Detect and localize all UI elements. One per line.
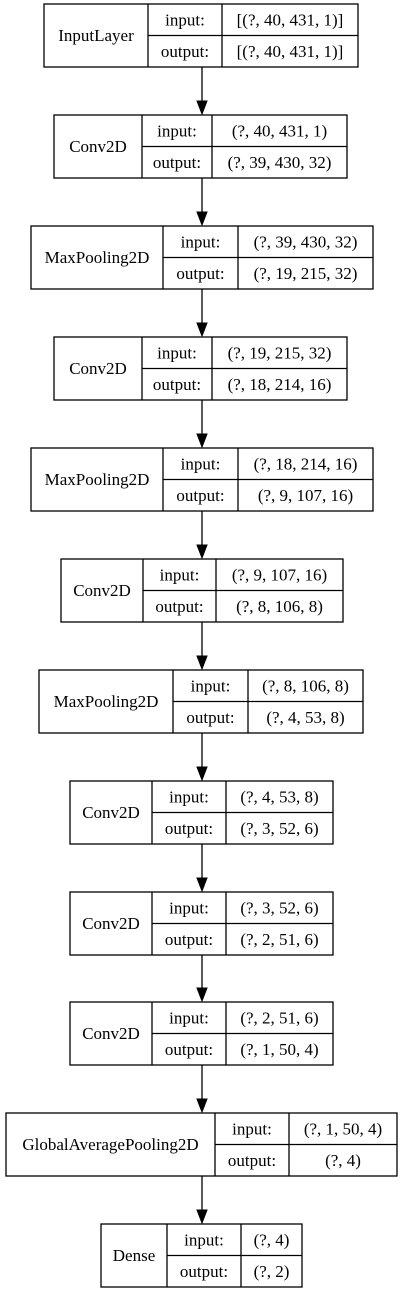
output-shape: (?, 4) (325, 1151, 361, 1170)
layer-name: MaxPooling2D (54, 692, 159, 711)
edge-arrow (196, 178, 208, 227)
edge-arrow (196, 1065, 208, 1114)
layer-name: Conv2D (73, 581, 131, 600)
output-label: output: (165, 930, 213, 949)
input-label: input: (169, 1008, 209, 1027)
layer-node: MaxPooling2D input: output: (?, 39, 430, 32… (30, 225, 374, 290)
arrowhead-icon (196, 766, 208, 782)
edge-arrow (196, 67, 208, 116)
arrowhead-icon (196, 655, 208, 671)
output-shape: (?, 2, 51, 6) (240, 930, 318, 949)
edge-arrow (196, 844, 208, 893)
layer-name: Dense (113, 1246, 155, 1265)
output-shape: [(?, 40, 431, 1)] (237, 42, 344, 61)
input-label: input: (157, 343, 197, 362)
input-label: input: (191, 676, 231, 695)
arrowhead-icon (196, 1098, 208, 1114)
output-label: output: (153, 153, 201, 172)
layer-name: Conv2D (82, 1024, 140, 1043)
arrowhead-icon (196, 322, 208, 338)
input-label: input: (232, 1119, 272, 1138)
input-shape: (?, 8, 106, 8) (262, 676, 349, 695)
layer-name: MaxPooling2D (45, 470, 150, 489)
input-shape: (?, 3, 52, 6) (240, 898, 318, 917)
output-label: output: (153, 375, 201, 394)
input-label: input: (157, 121, 197, 140)
input-label: input: (169, 898, 209, 917)
layer-name: Conv2D (82, 803, 140, 822)
output-shape: (?, 4, 53, 8) (266, 708, 344, 727)
input-label: input: (181, 454, 221, 473)
arrowhead-icon (196, 1209, 208, 1225)
output-label: output: (165, 1040, 213, 1059)
layer-name: InputLayer (58, 26, 134, 45)
edge-arrow (196, 1176, 208, 1225)
output-label: output: (228, 1151, 276, 1170)
edge-arrow (196, 733, 208, 782)
input-shape: [(?, 40, 431, 1)] (237, 10, 344, 29)
arrowhead-icon (196, 433, 208, 449)
input-label: input: (160, 565, 200, 584)
layer-node: Conv2D input: output: (?, 2, 51, 6) (?, 1, 5… (69, 1001, 334, 1066)
input-label: input: (184, 1230, 224, 1249)
output-shape: (?, 39, 430, 32) (228, 153, 332, 172)
output-label: output: (180, 1262, 228, 1281)
layer-name: Conv2D (82, 914, 140, 933)
layer-node: Conv2D input: output: (?, 4, 53, 8) (?, 3, 5… (69, 780, 334, 845)
output-label: output: (161, 42, 209, 61)
output-label: output: (155, 597, 203, 616)
input-shape: (?, 19, 215, 32) (228, 343, 332, 362)
output-shape: (?, 8, 106, 8) (236, 597, 323, 616)
layer-name: Conv2D (69, 137, 127, 156)
layer-node: MaxPooling2D input: output: (?, 18, 214, 16… (30, 447, 374, 512)
input-shape: (?, 9, 107, 16) (232, 565, 327, 584)
arrowhead-icon (196, 100, 208, 116)
input-shape: (?, 4) (254, 1230, 290, 1249)
layer-node: GlobalAveragePooling2D input: output: (?, 1… (5, 1112, 398, 1177)
output-label: output: (165, 819, 213, 838)
arrowhead-icon (196, 544, 208, 560)
layer-node: Conv2D input: output: (?, 19, 215, 32) (?, 1… (53, 336, 348, 401)
layer-name: GlobalAveragePooling2D (22, 1135, 198, 1154)
output-shape: (?, 1, 50, 4) (240, 1040, 318, 1059)
input-shape: (?, 40, 431, 1) (232, 121, 327, 140)
output-label: output: (186, 708, 234, 727)
layer-node: MaxPooling2D input: output: (?, 8, 106, 8) (… (38, 669, 364, 734)
edge-arrow (196, 955, 208, 1003)
input-shape: (?, 39, 430, 32) (254, 232, 358, 251)
output-shape: (?, 9, 107, 16) (258, 486, 353, 505)
edge-arrow (196, 622, 208, 671)
edge-arrow (196, 400, 208, 449)
layer-name: Conv2D (69, 359, 127, 378)
output-shape: (?, 19, 215, 32) (254, 264, 358, 283)
output-shape: (?, 2) (254, 1262, 290, 1281)
layer-node: Conv2D input: output: (?, 40, 431, 1) (?, 39… (53, 114, 348, 179)
output-label: output: (176, 264, 224, 283)
output-shape: (?, 3, 52, 6) (240, 819, 318, 838)
layer-node: Conv2D input: output: (?, 9, 107, 16) (?, 8,… (60, 558, 344, 623)
arrowhead-icon (196, 211, 208, 227)
input-shape: (?, 1, 50, 4) (304, 1119, 382, 1138)
edge-arrow (196, 511, 208, 560)
arrowhead-icon (196, 877, 208, 893)
input-label: input: (165, 10, 205, 29)
input-label: input: (181, 232, 221, 251)
layer-name: MaxPooling2D (45, 248, 150, 267)
input-label: input: (169, 787, 209, 806)
edge-arrow (196, 289, 208, 338)
output-shape: (?, 18, 214, 16) (228, 375, 332, 394)
input-shape: (?, 4, 53, 8) (240, 787, 318, 806)
input-shape: (?, 18, 214, 16) (254, 454, 358, 473)
layer-node: InputLayer input: output: [(?, 40, 431, 1)]… (43, 3, 359, 68)
output-label: output: (176, 486, 224, 505)
layer-node: Dense input: output: (?, 4) (?, 2) (100, 1223, 303, 1288)
arrowhead-icon (196, 987, 208, 1003)
input-shape: (?, 2, 51, 6) (240, 1008, 318, 1027)
layer-node: Conv2D input: output: (?, 3, 52, 6) (?, 2, 5… (69, 891, 334, 956)
